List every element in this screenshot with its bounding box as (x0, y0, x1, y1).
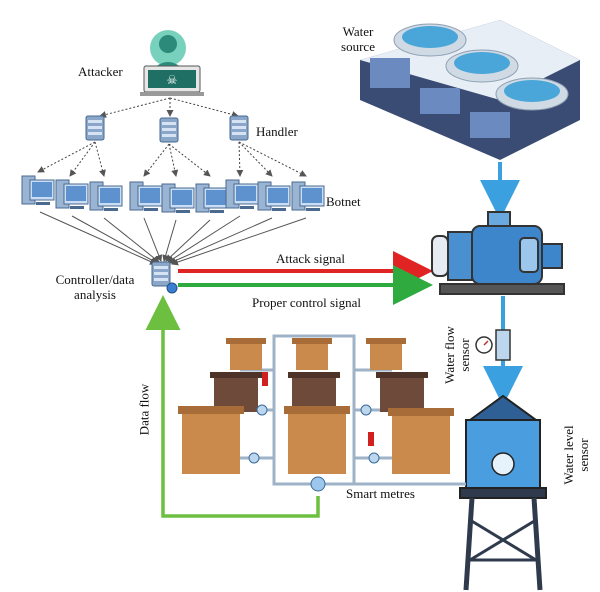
house-icon (366, 338, 406, 370)
water-tower-icon (459, 394, 547, 591)
label-handler: Handler (256, 124, 298, 139)
house-icon (284, 406, 350, 474)
water-treatment-plant-icon (360, 20, 580, 160)
handler-servers (85, 115, 249, 143)
attacker-icon: ☠ (140, 30, 204, 96)
label-attacker: Attacker (78, 64, 123, 79)
label-attack-signal: Attack signal (276, 251, 345, 266)
botnet-computers (21, 175, 325, 214)
label-water-level-sensor: Water level sensor (561, 425, 591, 485)
handler-to-botnet-lines (37, 141, 307, 177)
label-controller: Controller/data analysis (55, 272, 135, 302)
water-flow-sensor-icon (475, 329, 511, 361)
label-water-source: Water source (341, 24, 375, 54)
house-icon (376, 372, 428, 412)
label-botnet: Botnet (326, 194, 361, 209)
house-icon (388, 408, 454, 474)
controller-server-icon (151, 261, 178, 294)
svg-text:☠: ☠ (167, 73, 178, 87)
house-icon (226, 338, 266, 370)
houses (178, 338, 454, 474)
label-data-flow: Data flow (136, 383, 152, 436)
attacker-to-handler-lines (99, 97, 239, 118)
hydrant-icon (262, 372, 268, 386)
label-smart-metres: Smart metres (346, 486, 415, 501)
data-flow-arrow (145, 295, 320, 518)
smart-metre-icons (248, 404, 380, 492)
label-water-flow-sensor: Water flow sensor (442, 326, 472, 384)
water-pump-icon (431, 211, 565, 295)
hydrant-icon (368, 432, 374, 446)
house-icon (292, 338, 332, 370)
label-proper-control-signal: Proper control signal (252, 295, 362, 310)
house-icon (178, 406, 244, 474)
botnet-to-controller-lines (39, 211, 307, 266)
